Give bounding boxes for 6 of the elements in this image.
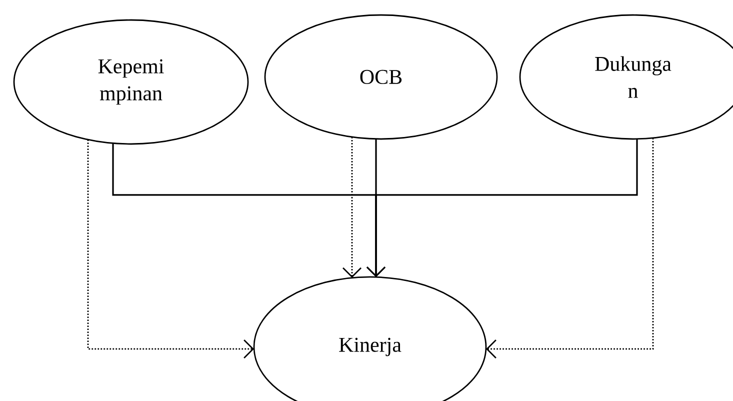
ellipse-node: Kepemi mpinan [13,19,249,145]
ellipse-node: OCB [264,14,498,140]
arrow [366,138,638,278]
dotted-arrow [342,137,362,278]
dotted-arrow [486,138,654,358]
dotted-arrow [87,140,254,358]
